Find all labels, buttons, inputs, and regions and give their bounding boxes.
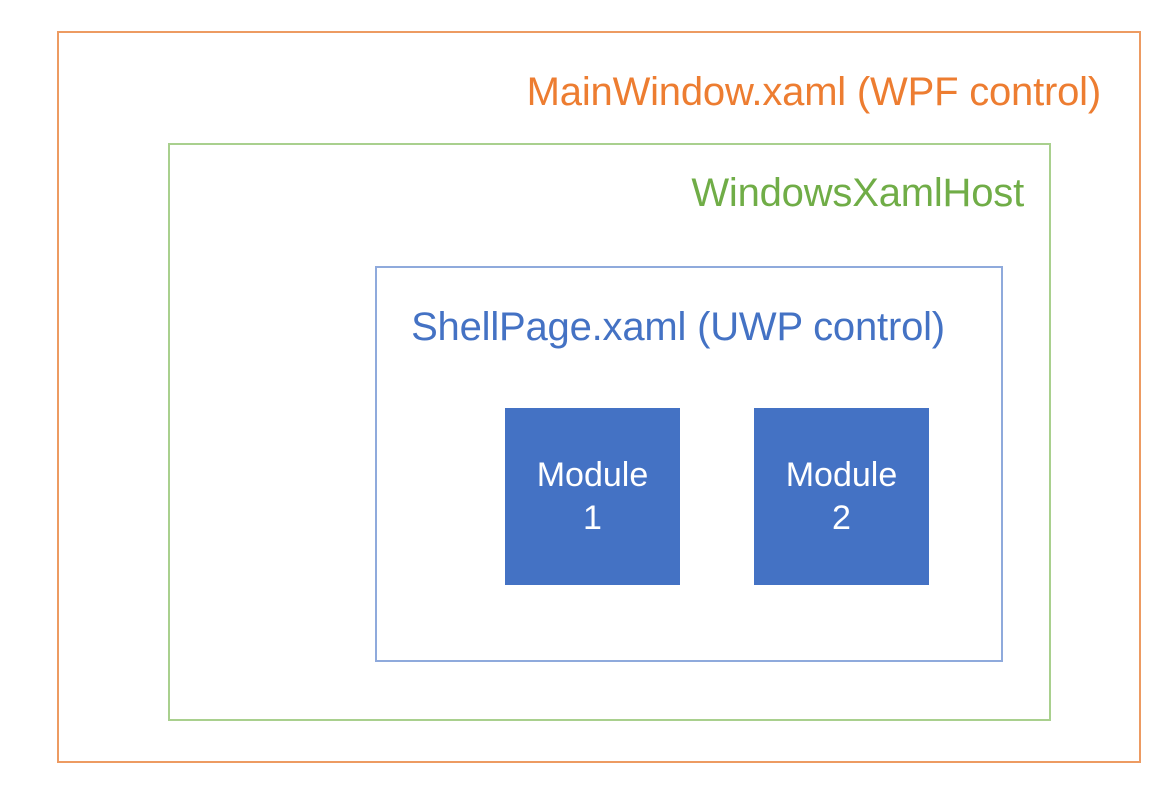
module-block-1: Module 1 — [505, 408, 680, 585]
module-2-name: Module — [785, 456, 898, 494]
windowsxamlhost-label: WindowsXamlHost — [691, 171, 1024, 215]
wpf-mainwindow-container: MainWindow.xaml (WPF control) WindowsXam… — [57, 31, 1141, 763]
shellpage-container: ShellPage.xaml (UWP control) Module 1 Mo… — [375, 266, 1003, 662]
shellpage-label: ShellPage.xaml (UWP control) — [411, 305, 945, 349]
windowsxamlhost-container: WindowsXamlHost ShellPage.xaml (UWP cont… — [168, 143, 1051, 721]
module-1-index: 1 — [583, 498, 602, 537]
module-1-name: Module — [536, 456, 649, 494]
wpf-mainwindow-label: MainWindow.xaml (WPF control) — [526, 70, 1102, 114]
module-block-2: Module 2 — [754, 408, 929, 585]
module-2-index: 2 — [832, 498, 851, 537]
module-group: Module 1 Module 2 — [505, 408, 929, 585]
